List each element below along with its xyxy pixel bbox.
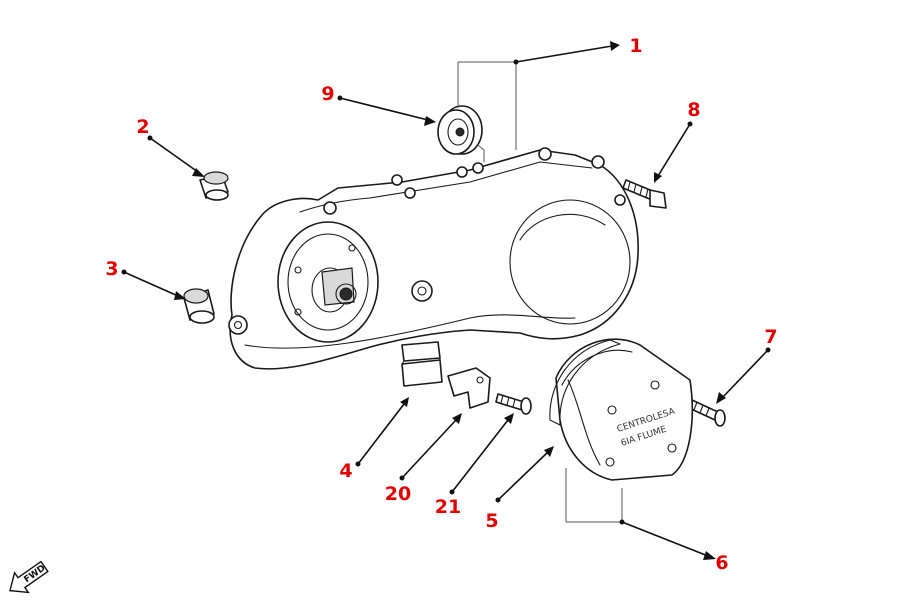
- callout-9: 9: [321, 83, 334, 105]
- callout-5: 5: [485, 510, 498, 532]
- cap-gasket: [549, 339, 621, 426]
- callout-1: 1: [629, 35, 642, 57]
- fwd-arrow-icon: FWD: [9, 560, 49, 594]
- spacer-bushing: [199, 171, 229, 201]
- screw-7: [688, 399, 726, 427]
- callout-7: 7: [764, 326, 777, 348]
- callout-21: 21: [435, 496, 461, 518]
- callout-20: 20: [385, 483, 411, 505]
- callout-labels: 1 2 3 4 5 6 7 8 9 20 21: [105, 35, 777, 574]
- idler-pulley: [437, 105, 483, 155]
- inspection-cap: CENTROLESA 6IA FLUME: [555, 338, 694, 481]
- screw-21: [495, 393, 532, 415]
- transmission-cover: [228, 147, 639, 370]
- callout-2: 2: [136, 116, 149, 138]
- leader-lines: [121, 41, 771, 560]
- callout-4: 4: [339, 460, 352, 482]
- rubber-block: [401, 341, 443, 387]
- callout-6: 6: [715, 552, 728, 574]
- callout-3: 3: [105, 258, 118, 280]
- bracket-clip: [447, 367, 491, 409]
- hex-bolt: [622, 179, 667, 209]
- rubber-bushing: [183, 288, 215, 324]
- callout-8: 8: [687, 99, 700, 121]
